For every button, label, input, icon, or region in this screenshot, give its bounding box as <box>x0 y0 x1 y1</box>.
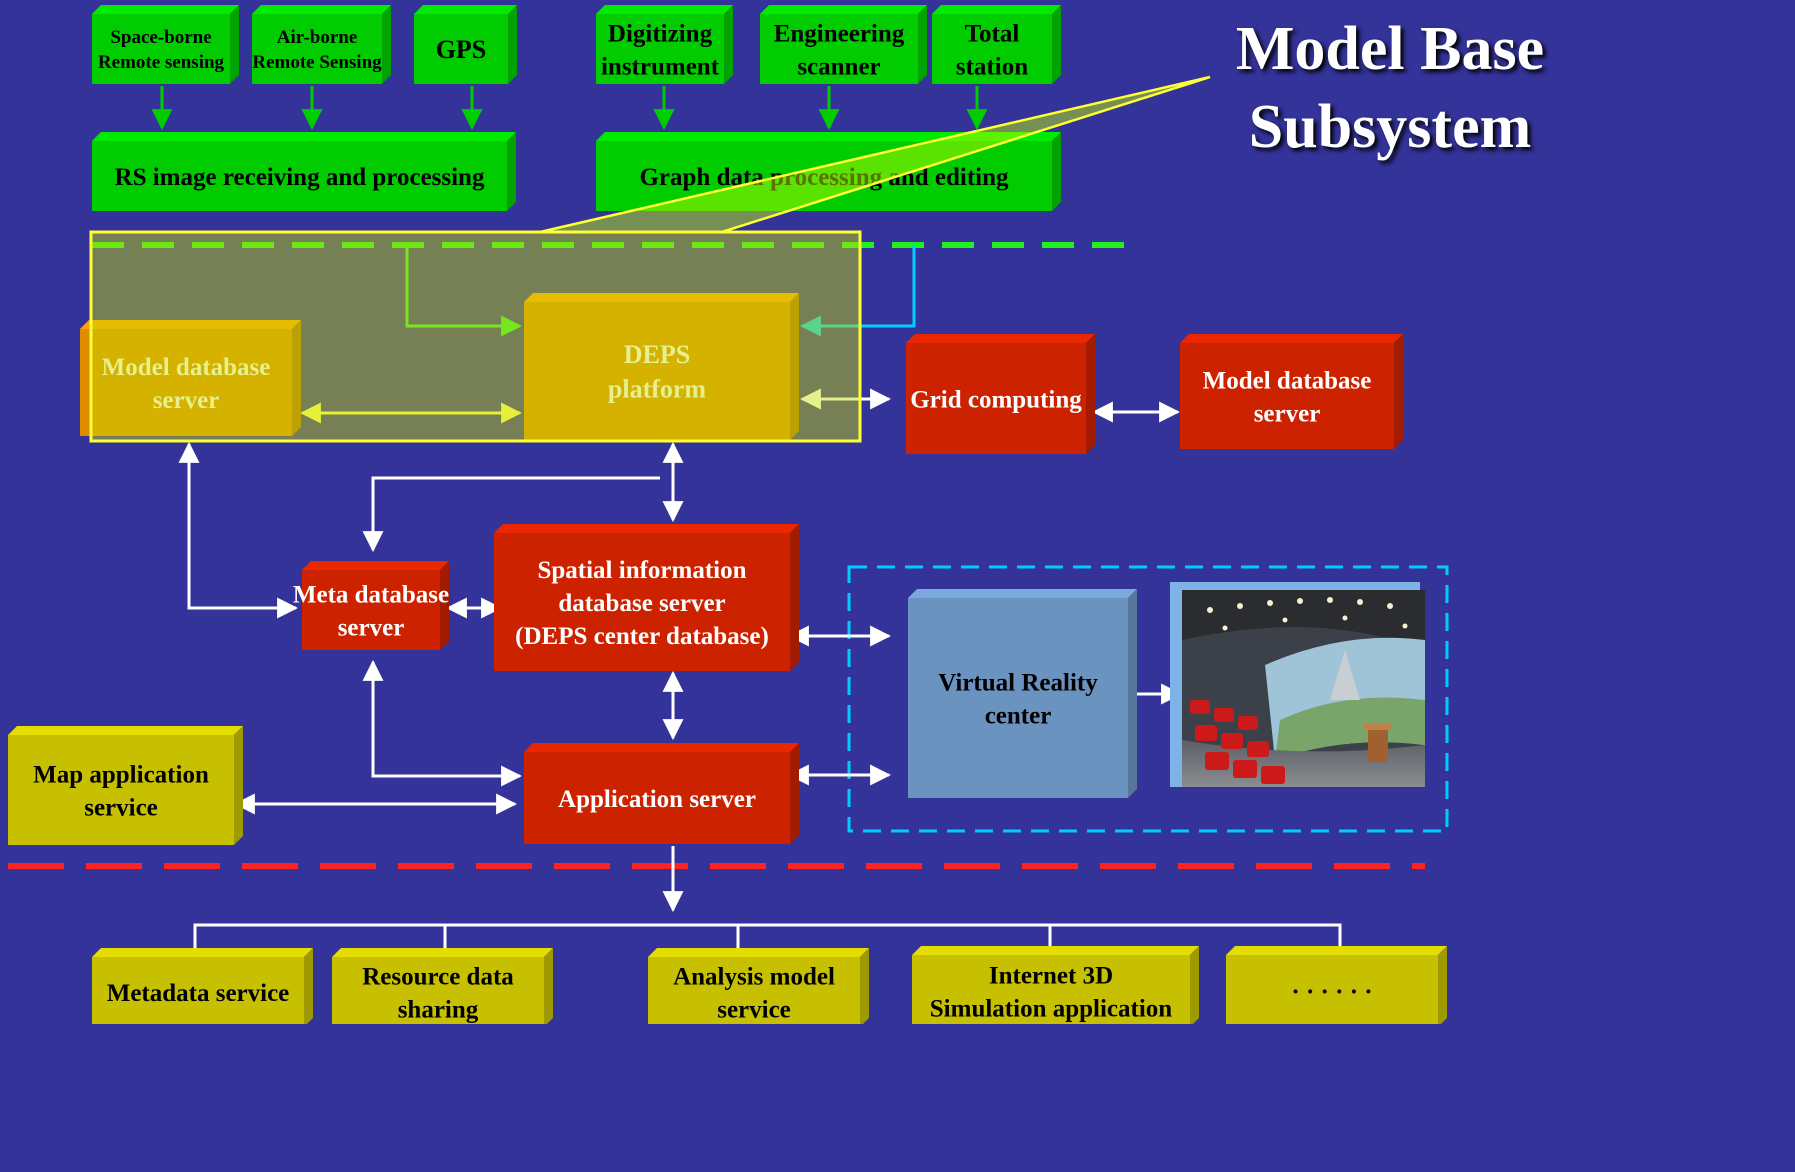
metadata-service-box-label-1: Metadata service <box>107 980 290 1007</box>
analysis-model-service-box-label-2: service <box>717 996 791 1023</box>
model-base-highlight <box>89 230 862 443</box>
deps-platform-box-label-2: platform <box>608 374 707 403</box>
map-application-service-box-label-2: service <box>84 794 158 821</box>
title-line-2: Subsystem <box>1248 93 1532 161</box>
analysis-model-service-box: Analysis model service <box>648 948 869 1024</box>
theater-photo <box>1170 582 1425 787</box>
digitizing-instrument-box-label-2: instrument <box>601 53 720 80</box>
spatial-info-db-server-box-label-3: (DEPS center database) <box>515 623 769 650</box>
spatial-info-db-server-box: Spatial information database server (DEPS … <box>494 524 799 671</box>
rs-image-processing-box: RS image receiving and processing <box>92 132 516 211</box>
more-services-box: · · · · · · <box>1226 946 1447 1024</box>
spatial-info-db-server-box-label-2: database server <box>558 590 725 617</box>
model-db-server-right-box-label-2: server <box>1254 400 1321 427</box>
air-borne-box-label-2: Remote Sensing <box>252 52 382 73</box>
analysis-model-service-box-label-1: Analysis model <box>673 963 835 990</box>
internet-3d-simulation-box: Internet 3D Simulation application <box>912 946 1199 1024</box>
metadata-service-box: Metadata service <box>92 948 313 1024</box>
gps-box-label-1: GPS <box>436 35 487 64</box>
more-services-box-label-1: · · · · · · <box>1291 979 1372 1006</box>
resource-data-sharing-box-label-2: sharing <box>398 996 479 1023</box>
gps-box: GPS <box>414 5 517 84</box>
air-borne-box-label-1: Air-borne <box>277 27 358 48</box>
meta-db-server-box-label-2: server <box>338 614 405 641</box>
model-db-server-left-box-label-2: server <box>153 387 220 414</box>
deps-platform-box-label-1: DEPS <box>624 340 690 369</box>
application-server-box: Application server <box>524 743 799 844</box>
grid-computing-box: Grid computing <box>906 334 1095 454</box>
model-db-server-right-box-label-1: Model database <box>1203 367 1372 394</box>
model-db-server-left-box-label-1: Model database <box>102 354 271 381</box>
vr-dashed-region <box>847 565 1449 833</box>
meta-db-server-box: Meta database server <box>293 561 449 650</box>
engineering-scanner-box-label-2: scanner <box>797 53 880 80</box>
application-server-box-label-1: Application server <box>558 786 756 813</box>
map-application-service-box: Map application service <box>8 726 243 845</box>
virtual-reality-center-box: Virtual Reality center <box>908 589 1137 798</box>
total-station-box-label-2: station <box>956 53 1028 80</box>
engineering-scanner-box: Engineering scanner <box>760 5 927 84</box>
resource-data-sharing-box-label-1: Resource data <box>362 963 514 990</box>
total-station-box-label-1: Total <box>965 20 1020 47</box>
internet-3d-simulation-box-label-2: Simulation application <box>930 995 1173 1022</box>
spatial-info-db-server-box-label-1: Spatial information <box>537 557 746 584</box>
virtual-reality-center-box-label-1: Virtual Reality <box>938 669 1098 696</box>
virtual-reality-center-box-label-2: center <box>985 702 1052 729</box>
space-borne-box-label-1: Space-borne <box>110 27 211 48</box>
model-db-server-left-box: Model database server <box>80 320 301 436</box>
map-application-service-box-label-1: Map application <box>33 761 209 788</box>
resource-data-sharing-box: Resource data sharing <box>332 948 553 1024</box>
total-station-box: Total station <box>932 5 1061 84</box>
rs-image-processing-box-label-1: RS image receiving and processing <box>115 164 485 191</box>
digitizing-instrument-box: Digitizing instrument <box>596 5 733 84</box>
title-line-1: Model Base <box>1235 15 1545 83</box>
graph-data-processing-box-label-1: Graph data processing and editing <box>639 164 1009 191</box>
meta-db-server-box-label-1: Meta database <box>293 581 449 608</box>
engineering-scanner-box-label-1: Engineering <box>774 20 905 47</box>
grid-computing-box-label-1: Grid computing <box>910 386 1082 413</box>
model-db-server-right-box: Model database server <box>1180 334 1403 449</box>
digitizing-instrument-box-label-1: Digitizing <box>608 20 713 47</box>
model-base-subsystem-title: Model Base Subsystem <box>1200 10 1580 166</box>
deps-platform-box: DEPS platform <box>524 293 799 440</box>
space-borne-box-label-2: Remote sensing <box>98 52 225 73</box>
internet-3d-simulation-box-label-1: Internet 3D <box>989 962 1113 989</box>
